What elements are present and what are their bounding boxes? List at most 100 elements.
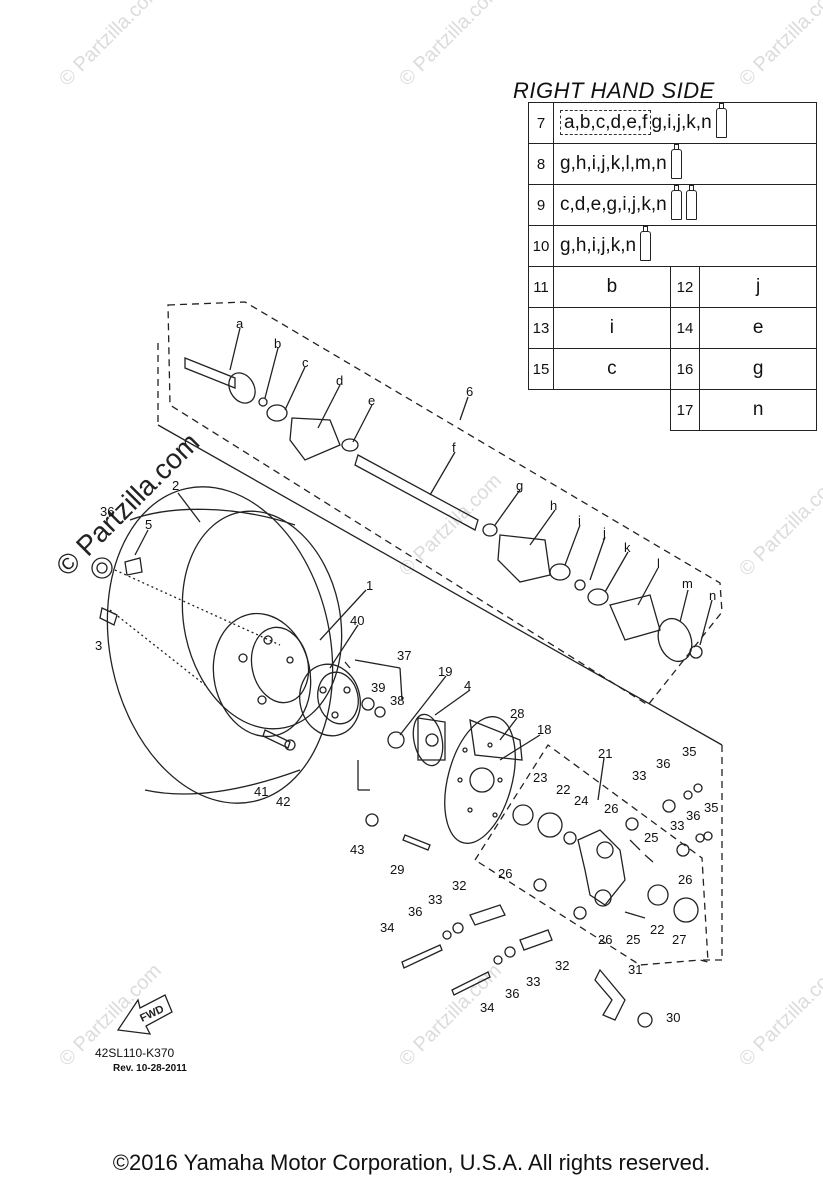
callout-33: 33 (526, 974, 540, 989)
callout-36: 36 (408, 904, 422, 919)
copyright-notice: ©2016 Yamaha Motor Corporation, U.S.A. A… (112, 1150, 711, 1175)
knuckle-group-outline (474, 744, 709, 966)
grease-tube-icon (670, 144, 682, 179)
callout-m: m (682, 576, 693, 591)
callout-6: 6 (466, 384, 473, 399)
callout-k: k (624, 540, 631, 555)
kit-num: 10 (528, 225, 554, 267)
grease-tube-icon (640, 226, 652, 261)
callout-31: 31 (628, 962, 642, 977)
kit-letter: j (699, 266, 817, 308)
callout-36: 36 (100, 504, 114, 519)
callout-22: 22 (650, 922, 664, 937)
callout-42: 42 (276, 794, 290, 809)
callout-36: 36 (505, 986, 519, 1001)
callout-26: 26 (598, 932, 612, 947)
diagram-code: 42SL110-K370 (95, 1046, 175, 1060)
callout-26: 26 (678, 872, 692, 887)
callout-a: a (236, 316, 244, 331)
callout-30: 30 (666, 1010, 680, 1025)
grease-tube-icon (715, 103, 727, 138)
kit-letter: c (553, 348, 671, 390)
kit-num: 15 (528, 348, 554, 390)
kit-num: 13 (528, 307, 554, 349)
callout-b: b (274, 336, 281, 351)
callout-19: 19 (438, 664, 452, 679)
callout-f: f (452, 440, 456, 455)
callout-40: 40 (350, 613, 364, 628)
callout-26: 26 (498, 866, 512, 881)
callout-27: 27 (672, 932, 686, 947)
callout-28: 28 (510, 706, 524, 721)
revision-date: Rev. 10-28-2011 (113, 1063, 187, 1074)
callout-3: 3 (95, 638, 102, 653)
callout-i: i (578, 513, 581, 528)
callout-36: 36 (656, 756, 670, 771)
callout-25: 25 (626, 932, 640, 947)
callout-c: c (302, 355, 309, 370)
knuckle (577, 829, 626, 907)
callout-34: 34 (480, 1000, 494, 1015)
kit-contents-text: c,d,e,g,i,j,k,n (560, 194, 667, 216)
kit-num: 12 (669, 266, 701, 308)
grease-tube-icon (670, 185, 682, 220)
kit-letter: e (699, 307, 817, 349)
kit-letter: g (699, 348, 817, 390)
kit-num: 7 (528, 102, 554, 144)
kit-letter: b (553, 266, 671, 308)
callout-35: 35 (682, 744, 696, 759)
drive-shaft (184, 357, 703, 663)
callout-18: 18 (537, 722, 551, 737)
callout-d: d (336, 373, 343, 388)
kit-num: 8 (528, 143, 554, 185)
callout-25: 25 (644, 830, 658, 845)
kit-contents: g,h,i,j,k,n (553, 225, 817, 267)
kit-num: 9 (528, 184, 554, 226)
kit-contents-text: g,h,i,j,k,l,m,n (560, 153, 667, 175)
callout-24: 24 (574, 793, 588, 808)
hub-flange (412, 713, 446, 767)
callout-33: 33 (670, 818, 684, 833)
callout-36: 36 (686, 808, 700, 823)
callout-32: 32 (452, 878, 466, 893)
callout-43: 43 (350, 842, 364, 857)
callout-4: 4 (464, 678, 471, 693)
wheel-rim (212, 612, 312, 738)
kit-contents: g,h,i,j,k,l,m,n (553, 143, 817, 185)
kit-contents-text: g,h,i,j,k,n (560, 235, 637, 257)
kit-letter: i (553, 307, 671, 349)
callout-26: 26 (604, 801, 618, 816)
callout-37: 37 (397, 648, 411, 663)
callout-n: n (709, 588, 716, 603)
callout-29: 29 (390, 862, 404, 877)
callout-l: l (657, 556, 660, 571)
grease-tube-icon (685, 185, 697, 220)
callout-34: 34 (380, 920, 394, 935)
callout-23: 23 (533, 770, 547, 785)
kit-contents-boxed: a,b,c,d,e,f (560, 110, 652, 136)
callout-2: 2 (172, 478, 179, 493)
callout-e: e (368, 393, 375, 408)
callout-21: 21 (598, 746, 612, 761)
kit-num: 11 (528, 266, 554, 308)
callout-38: 38 (390, 693, 404, 708)
callout-5: 5 (145, 517, 152, 532)
brake-disc (444, 716, 516, 844)
page-title: RIGHT HAND SIDE (513, 78, 715, 103)
kit-num: 16 (669, 348, 701, 390)
kit-contents-extra: g,i,j,k,n (651, 112, 712, 134)
callout-39: 39 (371, 680, 385, 695)
callout-g: g (516, 478, 523, 493)
callout-1: 1 (366, 578, 373, 593)
tire (106, 486, 343, 804)
callout-32: 32 (555, 958, 569, 973)
callout-41: 41 (254, 784, 268, 799)
callout-22: 22 (556, 782, 570, 797)
empty-cell (554, 390, 671, 431)
callout-35: 35 (704, 800, 718, 815)
wheel-hub (299, 663, 361, 737)
kit-contents: c,d,e,g,i,j,k,n (553, 184, 817, 226)
